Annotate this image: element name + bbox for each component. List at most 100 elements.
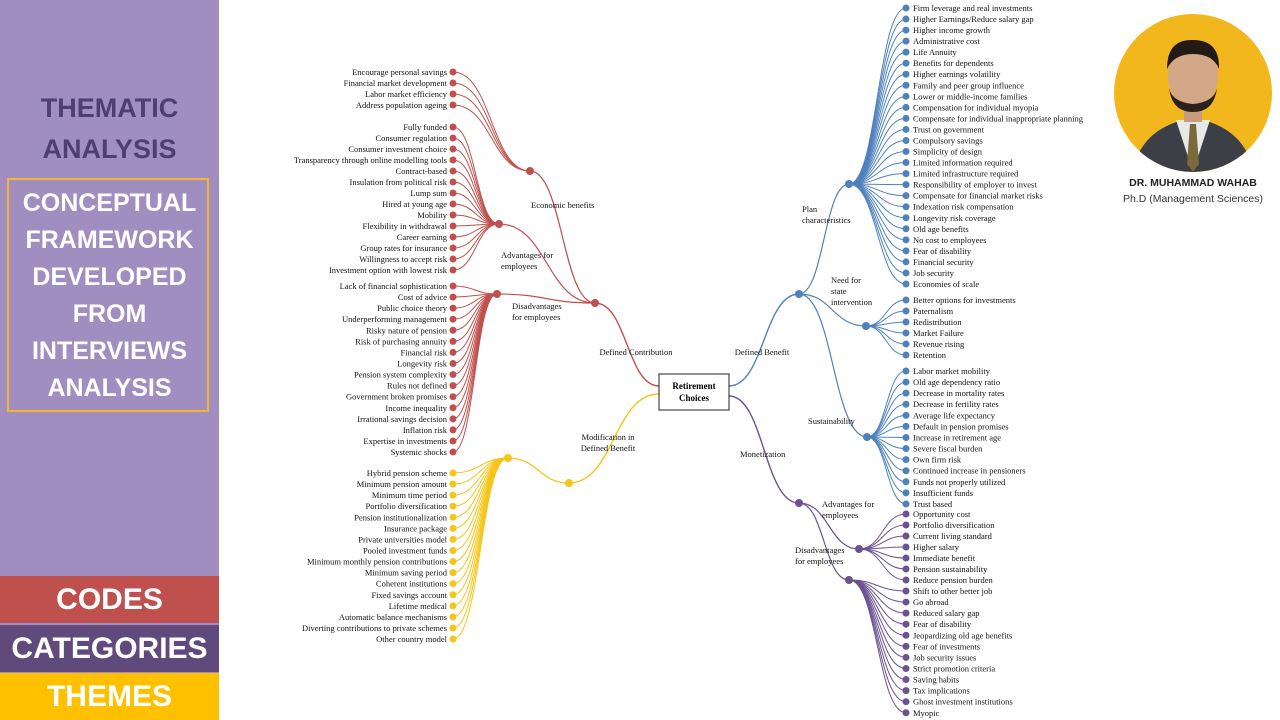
leaf-dot — [449, 233, 457, 241]
leaf-dot — [902, 203, 910, 211]
leaf-label: Fear of disability — [913, 246, 972, 256]
leaf-dot — [902, 687, 910, 695]
leaf-label: Current living standard — [913, 531, 993, 541]
leaf-dot — [449, 134, 457, 142]
leaf-label: Lack of financial sophistication — [340, 281, 448, 291]
leaf-dot — [902, 340, 910, 348]
leaf-dot — [449, 524, 457, 532]
leaf-dot — [449, 123, 457, 131]
leaf-dot — [902, 59, 910, 67]
category-label-defined-benefit: Defined Benefit — [735, 347, 790, 357]
leaf-dot — [902, 192, 910, 200]
leaf-label: Responsibility of employer to invest — [913, 180, 1037, 190]
branch-link-defined-benefit — [728, 293, 800, 387]
leaf-dot — [449, 513, 457, 521]
leaf-dot — [449, 337, 457, 345]
leaf-label: Investment option with lowest risk — [329, 265, 448, 275]
leaf-dot — [902, 159, 910, 167]
branch-link — [848, 128, 907, 185]
leaf-label: Lump sum — [410, 188, 447, 198]
leaf-dot — [449, 535, 457, 543]
leaf-label: Lifetime medical — [389, 601, 448, 611]
leaf-dot — [902, 500, 910, 508]
leaf-label: Insurance package — [384, 523, 447, 533]
leaf-dot — [902, 543, 910, 551]
leaf-dot — [449, 156, 457, 164]
leaf-label: Go abroad — [913, 597, 949, 607]
branch-link — [848, 183, 907, 285]
category-label-modification: Defined Benefit — [581, 443, 636, 453]
leaf-label: Compensate for individual inappropriate … — [913, 113, 1084, 123]
branch-link — [452, 93, 531, 172]
author-name: DR. MUHAMMAD WAHAB — [1129, 177, 1257, 189]
leaf-label: Simplicity of design — [913, 147, 983, 157]
leaf-label: Minimum saving period — [365, 568, 448, 578]
leaf-label: Longevity risk — [397, 358, 448, 368]
branch-link — [452, 457, 509, 607]
leaf-dot — [902, 510, 910, 518]
category-label-plan-characteristics: Plan — [802, 204, 818, 214]
branch-link — [865, 321, 907, 327]
branch-link — [452, 170, 500, 225]
leaf-dot — [902, 400, 910, 408]
leaf-dot — [902, 318, 910, 326]
leaf-label: Redistribution — [913, 317, 962, 327]
leaf-label: Paternalism — [913, 306, 954, 316]
leaf-label: Willingness to accept risk — [359, 254, 447, 264]
branch-link — [858, 524, 907, 550]
leaf-dot — [449, 448, 457, 456]
leaf-dot — [449, 613, 457, 621]
leaf-label: Automatic balance mechanisms — [339, 612, 447, 622]
branch-link — [452, 457, 509, 640]
category-label-sustainability: Sustainability — [808, 416, 856, 426]
leaf-label: Trust on government — [913, 124, 985, 134]
leaf-label: Strict promotion criteria — [913, 663, 995, 673]
leaf-dot — [449, 502, 457, 510]
leaf-dot — [902, 70, 910, 78]
branch-link — [858, 513, 907, 550]
category-dot — [863, 433, 871, 441]
branch-link — [848, 117, 907, 185]
root-node-box — [658, 373, 730, 411]
leaf-dot — [449, 145, 457, 153]
branch-link — [452, 223, 500, 260]
leaf-dot — [449, 90, 457, 98]
branch-link — [848, 579, 907, 714]
leaf-label: Funds not properly utilized — [913, 477, 1006, 487]
leaf-dot — [902, 631, 910, 639]
leaf-label: Higher Earnings/Reduce salary gap — [913, 14, 1034, 24]
leaf-label: Financial risk — [400, 347, 447, 357]
legend-categories: CATEGORIES — [0, 625, 219, 672]
leaf-label: Flexibility in withdrawal — [362, 221, 447, 231]
leaf-dot — [449, 437, 457, 445]
leaf-label: Limited information required — [913, 158, 1013, 168]
leaf-label: Benefits for dependents — [913, 58, 994, 68]
leaf-label: Consumer investment choice — [348, 144, 447, 154]
branch-link — [498, 223, 596, 304]
leaf-dot — [449, 200, 457, 208]
leaf-dot — [449, 101, 457, 109]
leaf-label: Life Annuity — [913, 47, 957, 57]
leaf-label: Myopic — [913, 708, 940, 718]
leaf-label: Minimum pension amount — [357, 479, 448, 489]
leaf-dot — [449, 415, 457, 423]
leaf-dot — [449, 282, 457, 290]
leaf-dot — [449, 359, 457, 367]
leaf-dot — [902, 48, 910, 56]
branch-link — [848, 62, 907, 185]
leaf-label: Pension institutionalization — [354, 512, 448, 522]
leaf-label: Ghost investment institutions — [913, 697, 1013, 707]
leaf-dot — [902, 269, 910, 277]
branch-link — [848, 29, 907, 185]
leaf-dot — [902, 620, 910, 628]
category-dot — [795, 499, 803, 507]
leaf-label: Decrease in fertility rates — [913, 399, 999, 409]
leaf-dot — [902, 467, 910, 475]
branch-link — [848, 73, 907, 185]
category-label-modification: Modification in — [581, 432, 635, 442]
leaf-dot — [449, 469, 457, 477]
root-node-label: Retirement — [672, 381, 715, 391]
leaf-label: Labor market mobility — [913, 366, 991, 376]
leaf-dot — [449, 68, 457, 76]
leaf-dot — [449, 315, 457, 323]
